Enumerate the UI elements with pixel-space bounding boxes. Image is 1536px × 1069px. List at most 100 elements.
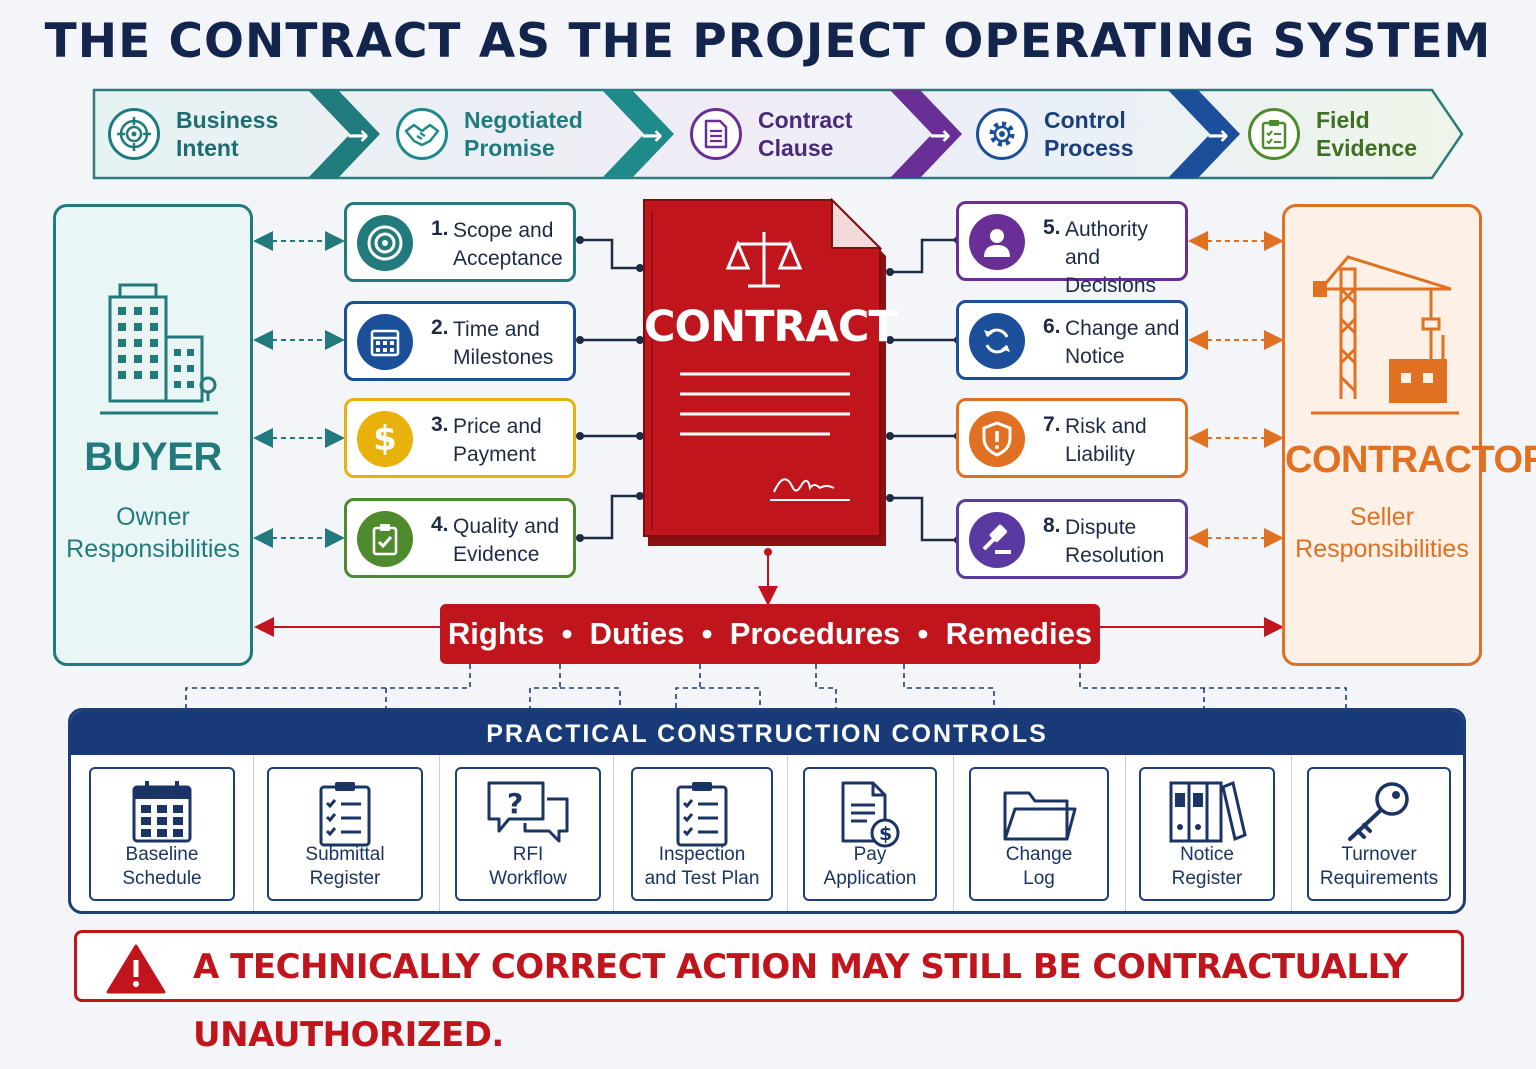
control-label: RFI Workflow [489, 844, 567, 889]
flow-chevron-1: → [308, 90, 380, 178]
control-submittal-register: Submittal Register [267, 767, 423, 901]
shield-alert-icon [969, 411, 1025, 467]
svg-text:→: → [929, 121, 951, 151]
flow-step-negotiated-promise: Negotiated Promise [396, 88, 583, 180]
invoice-dollar-icon: $ [841, 781, 900, 848]
bullet-separator: • [684, 616, 730, 651]
clause-text: Risk and Liability [1065, 415, 1147, 466]
checklist-icon [319, 782, 371, 847]
rights-item: Rights [447, 616, 545, 651]
contractor-name: CONTRACTOR [1285, 439, 1536, 481]
flow-chevron-3: → [890, 90, 962, 178]
control-baseline-schedule: Baseline Schedule [89, 767, 235, 901]
clause-risk-liability: 7. Risk and Liability [956, 398, 1188, 478]
divider [439, 755, 440, 911]
clause-text: Quality and Evidence [453, 515, 560, 566]
clause-text: Scope and Acceptance [453, 219, 563, 270]
divider [1291, 755, 1292, 911]
crane-icon [1311, 255, 1459, 415]
flow-label: Business Intent [176, 107, 279, 161]
clause-text: Time and Milestones [453, 318, 554, 369]
flow-step-business-intent: Business Intent [108, 88, 278, 180]
warning-triangle-icon [106, 944, 166, 994]
clause-dispute-resolution: 8. Dispute Resolution [956, 499, 1188, 579]
calendar-icon [132, 781, 192, 843]
divider [1125, 755, 1126, 911]
clause-number: 3. [431, 413, 449, 436]
clause-price-payment: $ 3. Price and Payment [344, 398, 576, 478]
buyer-panel: BUYER Owner Responsibilities [53, 204, 253, 666]
clause-authority-decisions: 5. Authority and Decisions [956, 201, 1188, 297]
control-label: Pay Application [823, 844, 917, 889]
divider [613, 755, 614, 911]
flow-chevron-4: → [1168, 90, 1240, 178]
clipboard-checklist-icon [676, 782, 728, 847]
flow-label: Negotiated Promise [464, 107, 583, 161]
contract-document [643, 197, 886, 546]
page-title: THE CONTRACT AS THE PROJECT OPERATING SY… [44, 14, 1492, 69]
control-label: Inspection and Test Plan [644, 844, 760, 889]
flow-step-control-process: Control Process [976, 88, 1134, 180]
controls-heading: PRACTICAL CONSTRUCTION CONTROLS [71, 711, 1463, 755]
control-label: Turnover Requirements [1319, 844, 1439, 889]
clause-number: 6. [1043, 315, 1061, 338]
clause-number: 2. [431, 316, 449, 339]
clipboard-check-icon [357, 511, 413, 567]
svg-text:→: → [347, 121, 369, 151]
gear-icon [976, 108, 1028, 160]
clause-time-milestones: 2. Time and Milestones [344, 301, 576, 381]
svg-text:→: → [1207, 121, 1229, 151]
clause-text: Authority and Decisions [1065, 218, 1157, 297]
flow-step-contract-clause: Contract Clause [690, 88, 853, 180]
rights-item: Remedies [945, 616, 1093, 651]
practical-controls-panel: PRACTICAL CONSTRUCTION CONTROLS Baseline… [68, 708, 1466, 914]
target-icon [108, 108, 160, 160]
control-label: Baseline Schedule [122, 844, 202, 889]
warning-banner: A TECHNICALLY CORRECT ACTION MAY STILL B… [74, 930, 1464, 1055]
flow-banner: → → → → Business Intent Negotiated Promi… [92, 88, 1464, 180]
clause-number: 8. [1043, 514, 1061, 537]
flow-chevron-2: → [602, 90, 674, 178]
clause-scope-acceptance: 1. Scope and Acceptance [344, 202, 576, 282]
control-change-log: Change Log [969, 767, 1109, 901]
refresh-icon [969, 313, 1025, 369]
control-label: Change Log [1005, 844, 1073, 889]
clause-quality-evidence: 4. Quality and Evidence [344, 498, 576, 578]
svg-text:→: → [641, 121, 663, 151]
bullet-separator: • [544, 616, 590, 651]
flow-label: Field Evidence [1316, 107, 1417, 161]
binders-icon [1169, 780, 1247, 843]
control-pay-application: $ Pay Application [803, 767, 937, 901]
question-chat-icon: ? [487, 781, 569, 843]
clause-number: 5. [1043, 216, 1061, 239]
clause-number: 1. [431, 217, 449, 240]
clipboard-check-icon [1248, 108, 1300, 160]
calendar-icon [357, 314, 413, 370]
handshake-icon [396, 108, 448, 160]
control-notice-register: Notice Register [1139, 767, 1275, 901]
control-rfi-workflow: ? RFI Workflow [455, 767, 601, 901]
bullet-separator: • [900, 616, 946, 651]
buyer-role: Owner Responsibilities [66, 503, 240, 563]
clause-change-notice: 6. Change and Notice [956, 300, 1188, 380]
flow-label: Control Process [1044, 107, 1134, 161]
clause-number: 4. [431, 513, 449, 536]
contractor-panel: CONTRACTOR Seller Responsibilities [1282, 204, 1536, 666]
divider [787, 755, 788, 911]
buyer-name: BUYER [84, 435, 222, 479]
clause-text: Price and Payment [453, 415, 542, 466]
clause-number: 7. [1043, 413, 1061, 436]
connector-lines [185, 231, 1347, 708]
control-inspection-test-plan: Inspection and Test Plan [631, 767, 773, 901]
flow-step-field-evidence: Field Evidence [1248, 88, 1417, 180]
gavel-icon [969, 512, 1025, 568]
svg-text:$: $ [879, 823, 892, 845]
rights-item: Duties [589, 616, 685, 651]
clause-text: Dispute Resolution [1065, 516, 1165, 567]
clause-text: Change and Notice [1065, 317, 1180, 368]
document-icon [690, 108, 742, 160]
warning-text: A TECHNICALLY CORRECT ACTION MAY STILL B… [193, 947, 1408, 1055]
key-icon [1348, 782, 1409, 841]
folder-icon [1003, 791, 1077, 841]
control-label: Notice Register [1171, 844, 1243, 889]
